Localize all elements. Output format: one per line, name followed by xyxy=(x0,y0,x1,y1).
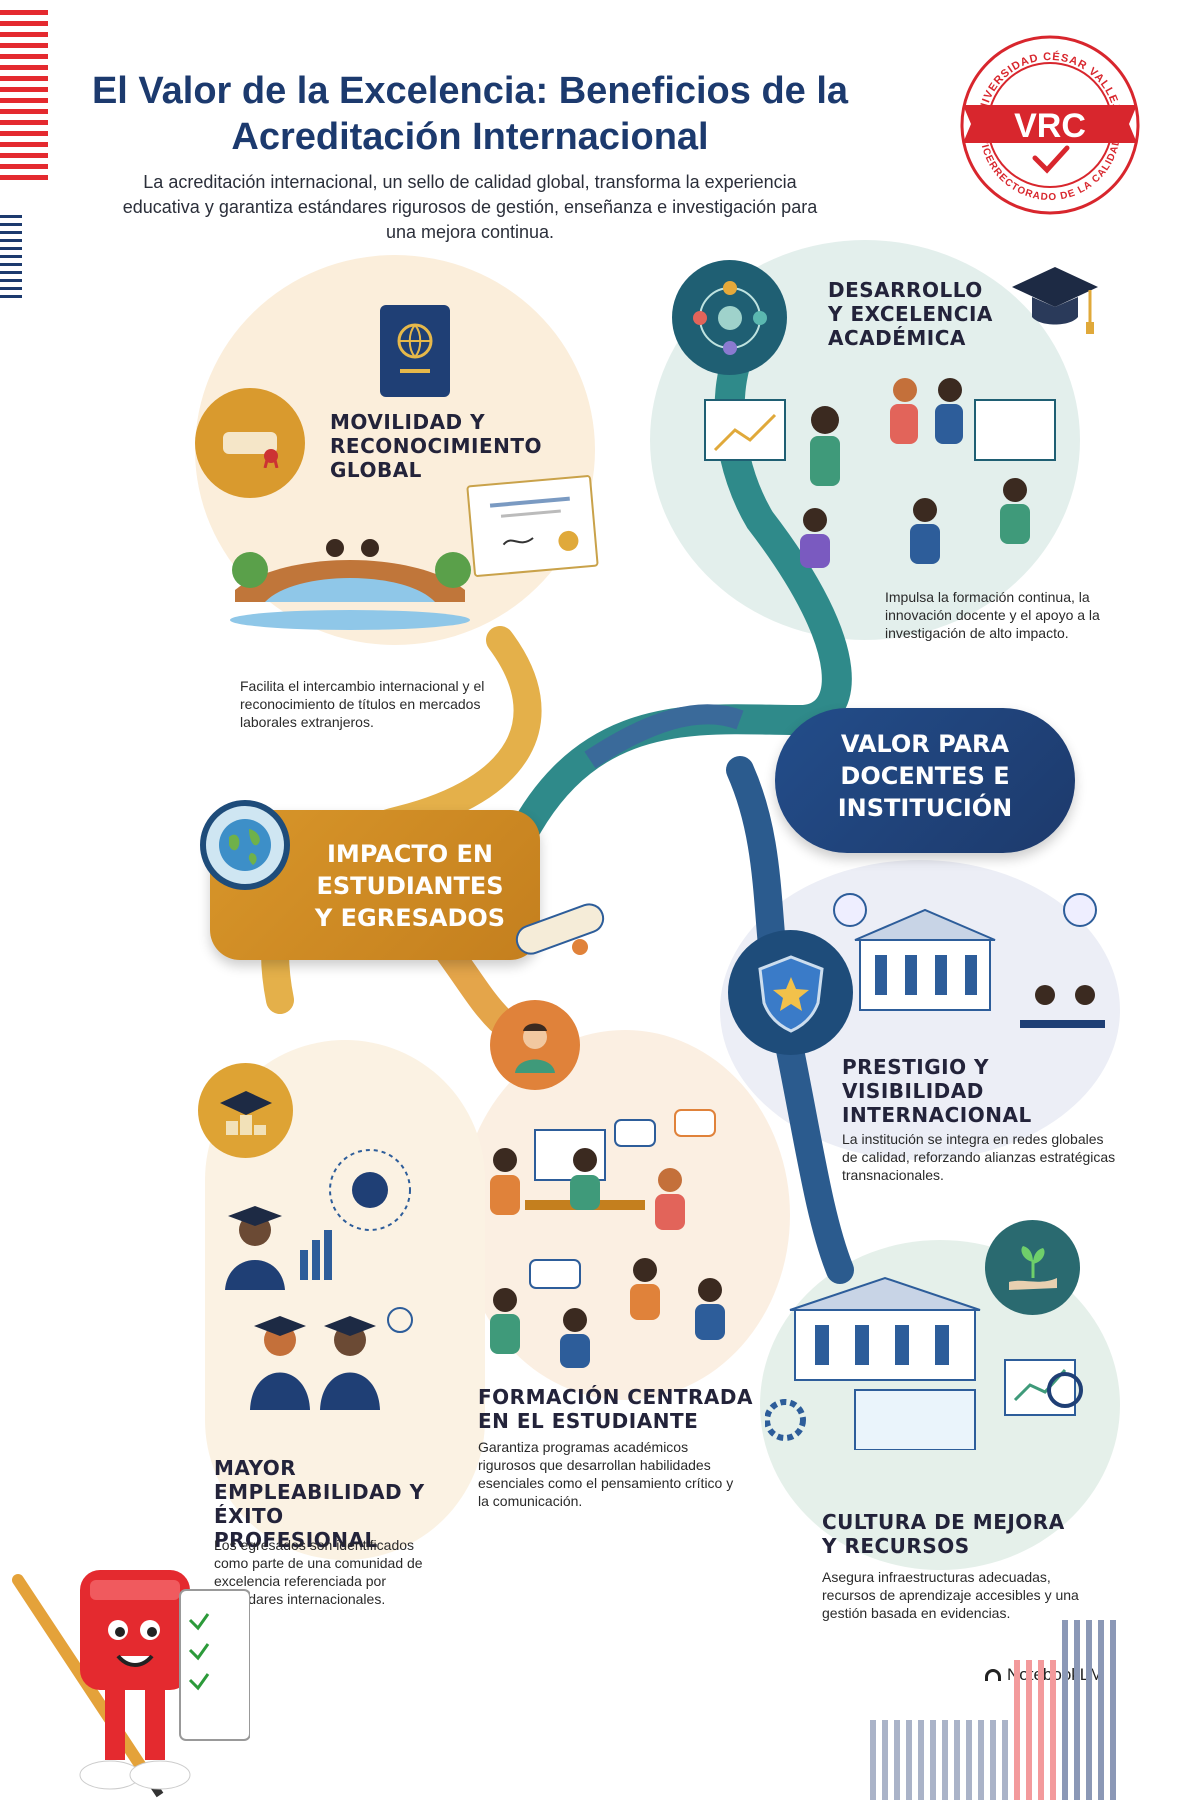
cap-books-icon xyxy=(198,1063,293,1158)
graduation-cap-icon xyxy=(1010,262,1100,342)
students-hub-label: IMPACTO EN ESTUDIANTES Y EGRESADOS xyxy=(314,840,506,932)
mascot-illustration xyxy=(10,1550,251,1800)
globe-icon xyxy=(200,800,290,890)
institution-hub xyxy=(775,708,1075,853)
mobility-title: MOVILIDAD Y RECONOCIMIENTO GLOBAL xyxy=(330,410,542,482)
prestige-title: PRESTIGIO Y VISIBILIDAD INTERNACIONAL xyxy=(842,1055,1032,1127)
teachers-illustration xyxy=(685,360,1065,570)
academic-title: DESARROLLO Y EXCELENCIA ACADÉMICA xyxy=(828,278,993,350)
academic-desc: Impulsa la formación continua, la innova… xyxy=(885,589,1100,641)
scroll-icon xyxy=(505,895,615,975)
bridge-illustration xyxy=(225,530,475,630)
improvement-desc: Asegura infraestructuras adecuadas, recu… xyxy=(822,1569,1079,1621)
graduates-illustration xyxy=(210,1140,440,1420)
notebooklm-logo-icon xyxy=(985,1669,1001,1681)
bottom-right-bars xyxy=(870,1615,1122,1800)
student-centered-desc: Garantiza programas académicos rigurosos… xyxy=(478,1439,734,1509)
certificate-icon xyxy=(466,474,599,578)
student-centered-title: FORMACIÓN CENTRADA EN EL ESTUDIANTE xyxy=(478,1385,753,1433)
improvement-title: CULTURA DE MEJORA Y RECURSOS xyxy=(822,1510,1065,1558)
seal-acronym: VRC xyxy=(1014,107,1086,145)
page-subtitle: La acreditación internacional, un sello … xyxy=(122,172,818,242)
vrc-seal: UNIVERSIDAD CÉSAR VALLEJO VICERRECTORADO… xyxy=(955,30,1145,220)
employability-title: MAYOR EMPLEABILIDAD Y ÉXITO PROFESIONAL xyxy=(214,1456,425,1552)
left-navy-stripes xyxy=(0,215,22,303)
diploma-icon xyxy=(195,388,305,498)
institution-hub-label: VALOR PARA DOCENTES E INSTITUCIÓN xyxy=(837,730,1013,822)
plant-hand-icon xyxy=(985,1220,1080,1315)
collaboration-illustration xyxy=(465,1090,785,1370)
employability-desc: Los egresados son identificados como par… xyxy=(214,1537,423,1607)
shield-star-icon xyxy=(728,930,853,1055)
prestige-desc: La institución se integra en redes globa… xyxy=(842,1131,1116,1183)
student-avatar-icon xyxy=(490,1000,580,1090)
campus-illustration xyxy=(764,1270,1095,1451)
mobility-desc: Facilita el intercambio internacional y … xyxy=(240,678,485,730)
network-icon xyxy=(672,260,787,375)
left-red-stripes xyxy=(0,10,48,186)
page-title: El Valor de la Excelencia: Beneficios de… xyxy=(91,70,849,158)
passport-icon xyxy=(380,305,450,397)
building-network-illustration xyxy=(820,880,1110,1060)
